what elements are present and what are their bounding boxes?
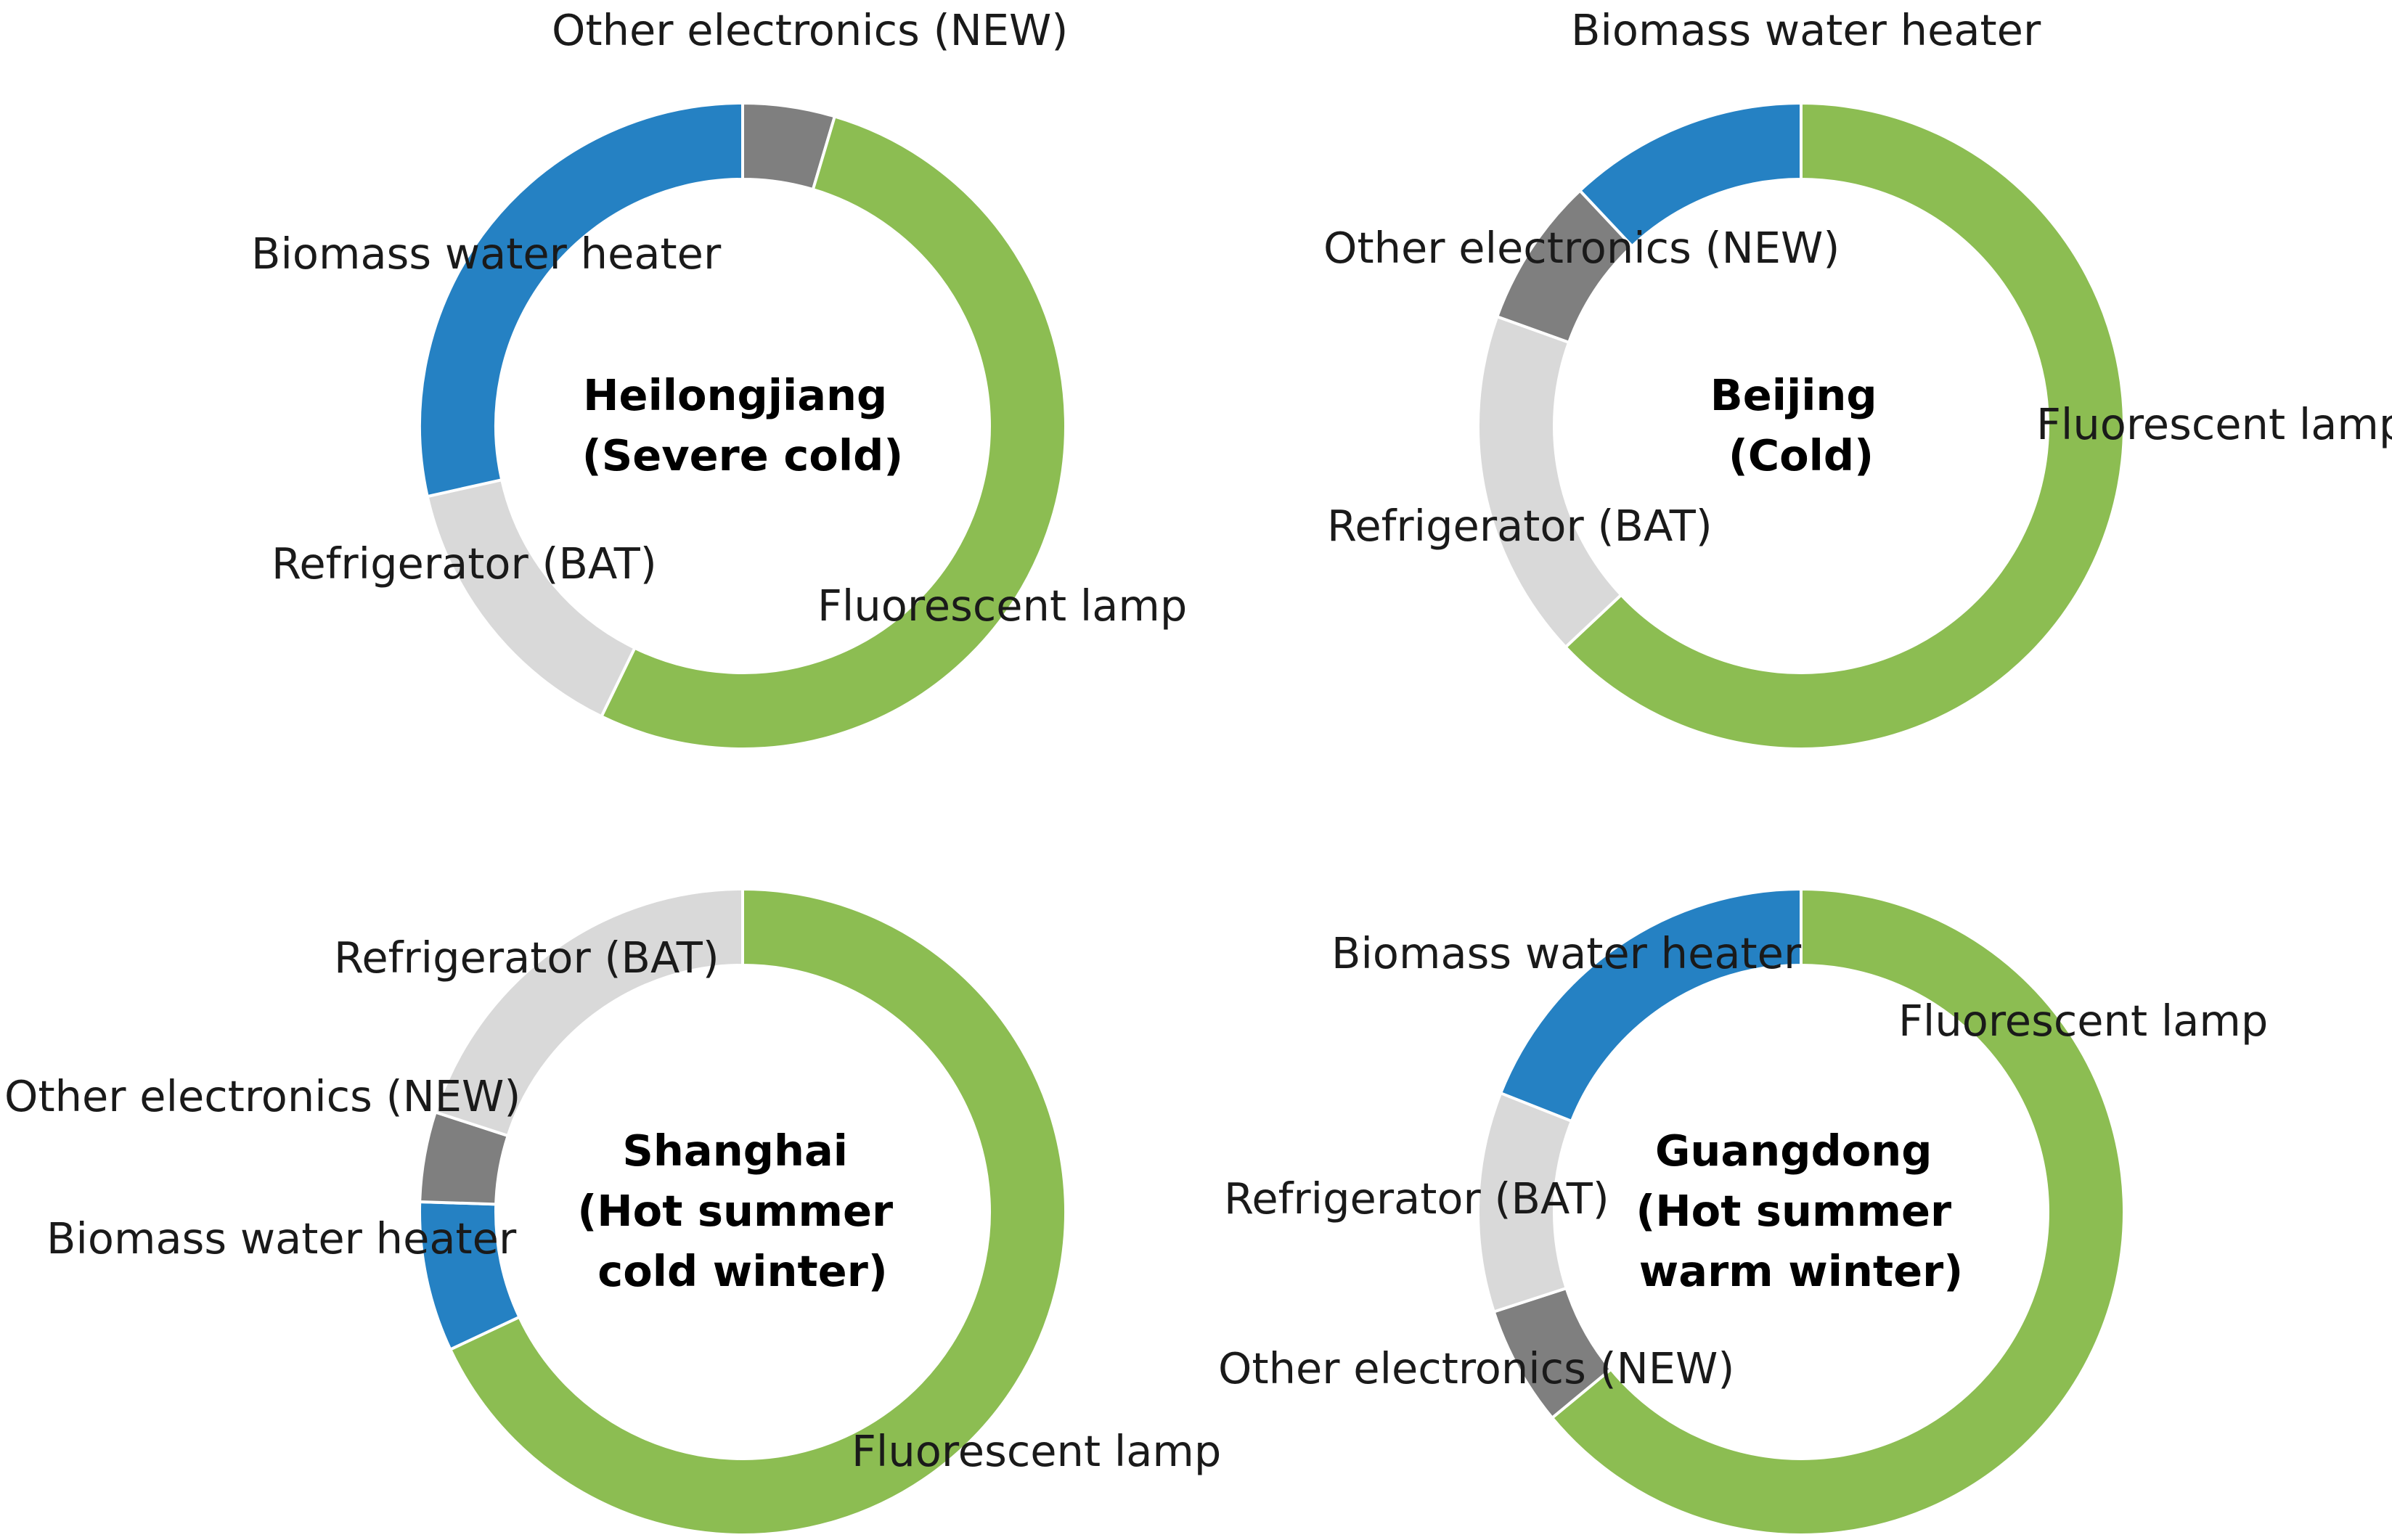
donut-ring bbox=[418, 887, 1067, 1536]
chart-center-title: Beijing (Cold) bbox=[1710, 370, 1892, 480]
slice-label: Other electronics (NEW) bbox=[1218, 1343, 1734, 1393]
donut-slice-biomass-water-heater bbox=[418, 101, 744, 499]
center-title-line: (Cold) bbox=[1728, 430, 1874, 480]
center-title-line: (Hot summer bbox=[1636, 1186, 1951, 1236]
slice-label: Biomass water heater bbox=[1571, 5, 2041, 55]
slice-label: Refrigerator (BAT) bbox=[334, 933, 719, 983]
chart-center-title: Shanghai (Hot summer cold winter) bbox=[577, 1126, 907, 1296]
slice-label: Fluorescent lamp bbox=[2036, 399, 2392, 449]
chart-center-title: Heilongjiang (Severe cold) bbox=[582, 370, 904, 480]
slice-label: Other electronics (NEW) bbox=[1323, 223, 1840, 273]
donut-slice-refrigerator-bat bbox=[1477, 314, 1623, 650]
donut-slice-refrigerator-bat bbox=[433, 887, 744, 1138]
slice-label: Fluorescent lamp bbox=[1898, 996, 2268, 1046]
slice-label: Fluorescent lamp bbox=[852, 1426, 1221, 1476]
slice-label: Other electronics (NEW) bbox=[552, 5, 1068, 55]
center-title-line: Heilongjiang bbox=[583, 370, 887, 420]
slice-label: Other electronics (NEW) bbox=[4, 1071, 521, 1121]
slice-label: Refrigerator (BAT) bbox=[1224, 1174, 1609, 1224]
slice-label: Biomass water heater bbox=[46, 1213, 517, 1263]
center-title-line: (Severe cold) bbox=[582, 430, 904, 480]
chart-center-title: Guangdong (Hot summer warm winter) bbox=[1636, 1126, 1966, 1296]
slice-label: Biomass water heater bbox=[1331, 928, 1802, 978]
donut-chart-guangdong: Guangdong (Hot summer warm winter) Fluor… bbox=[1218, 887, 2268, 1536]
donut-slice-biomass-water-heater bbox=[1498, 887, 1803, 1123]
center-title-line: (Hot summer bbox=[577, 1186, 893, 1236]
center-title-line: Shanghai bbox=[622, 1126, 848, 1176]
donut-slice-fluorescent-lamp bbox=[448, 887, 1067, 1536]
center-title-line: Beijing bbox=[1710, 370, 1877, 420]
donut-chart-beijing: Beijing (Cold) Fluorescent lamp Refriger… bbox=[1323, 5, 2392, 750]
donut-chart-heilongjiang: Heilongjiang (Severe cold) Other electro… bbox=[251, 5, 1187, 750]
donut-slice-refrigerator-bat bbox=[425, 478, 637, 718]
donut-slice-fluorescent-lamp bbox=[1550, 887, 2126, 1536]
donut-slice-biomass-water-heater bbox=[1577, 101, 1803, 248]
center-title-line: cold winter) bbox=[597, 1246, 888, 1296]
slice-label: Fluorescent lamp bbox=[817, 581, 1187, 631]
donut-slice-fluorescent-lamp bbox=[1563, 101, 2126, 750]
slice-label: Biomass water heater bbox=[251, 229, 722, 279]
donut-ring bbox=[1477, 101, 2126, 750]
slice-label: Refrigerator (BAT) bbox=[1327, 501, 1713, 551]
donut-ring bbox=[1477, 887, 2126, 1536]
donut-slice-fluorescent-lamp bbox=[599, 114, 1067, 750]
donut-ring bbox=[418, 101, 1067, 750]
donut-chart-shanghai: Shanghai (Hot summer cold winter) Fluore… bbox=[4, 887, 1221, 1536]
center-title-line: Guangdong bbox=[1655, 1126, 1932, 1176]
slice-label: Refrigerator (BAT) bbox=[272, 538, 657, 589]
center-title-line: warm winter) bbox=[1639, 1246, 1963, 1296]
